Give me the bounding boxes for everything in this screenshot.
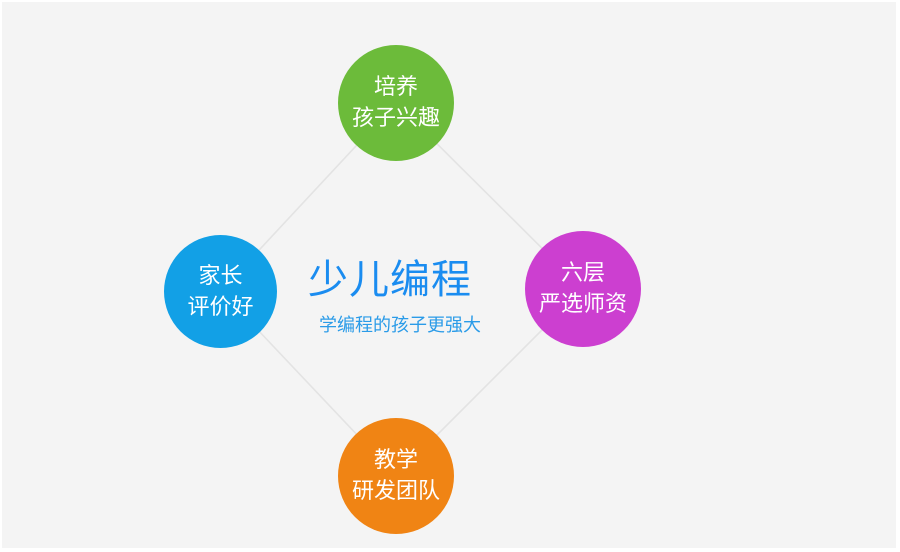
node-right-line1: 六层 <box>560 261 605 286</box>
node-research-team: 教学 研发团队 <box>338 418 454 534</box>
node-left-line2: 评价好 <box>187 294 254 320</box>
node-bottom-line2: 研发团队 <box>351 479 440 504</box>
center-title: 少儿编程 <box>308 257 472 303</box>
node-right-line2: 严选师资 <box>538 292 627 317</box>
node-teacher-selection: 六层 严选师资 <box>525 231 641 347</box>
node-top-line1: 培养 <box>373 75 418 100</box>
node-top-line2: 孩子兴趣 <box>351 106 440 131</box>
node-parent-reviews: 家长 评价好 <box>164 235 277 348</box>
node-bottom-line1: 教学 <box>373 448 418 473</box>
center-subtitle: 学编程的孩子更强大 <box>319 315 481 336</box>
node-cultivate-interest: 培养 孩子兴趣 <box>338 45 454 161</box>
node-left-line1: 家长 <box>198 263 243 289</box>
